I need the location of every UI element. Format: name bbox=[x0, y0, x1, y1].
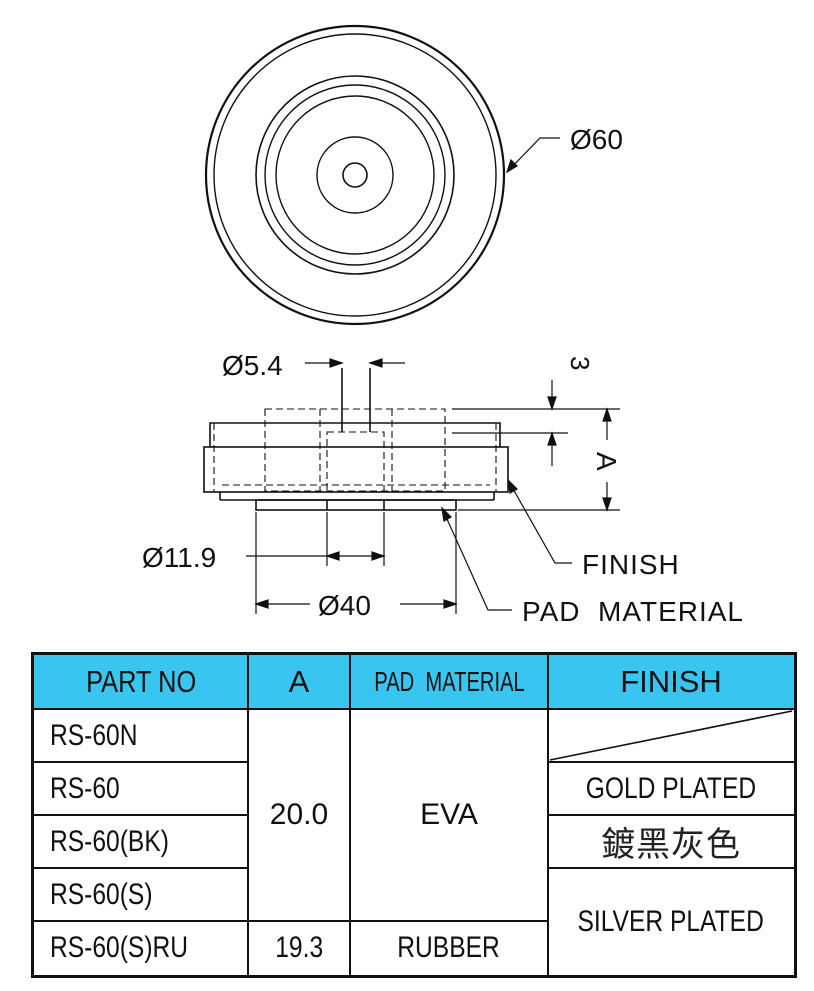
pad-outline bbox=[255, 499, 457, 511]
dia11-9-label: Ø11.9 bbox=[142, 542, 216, 573]
dia40-label: Ø40 bbox=[318, 590, 371, 621]
spec-table: PART NO A PAD MATERIAL FINISH RS-60N RS-… bbox=[31, 652, 797, 978]
dim-3-label: 3 bbox=[565, 356, 595, 370]
body-inner-circle bbox=[264, 84, 446, 266]
a-merged-cell: 20.0 bbox=[248, 709, 350, 921]
part-no-text: RS-60N bbox=[50, 718, 138, 752]
pad-cell: RUBBER bbox=[350, 921, 548, 975]
part-no-cell: RS-60(S)RU bbox=[34, 921, 248, 975]
dim-a-label: A bbox=[591, 452, 622, 471]
dia5-4-dimension bbox=[305, 358, 405, 368]
dim-a-dimension bbox=[458, 407, 620, 512]
a-value: 19.3 bbox=[275, 931, 323, 964]
pad-material-label: PAD MATERIAL bbox=[522, 596, 744, 627]
dim-3-dimension bbox=[452, 380, 620, 466]
upper-flange-outline bbox=[209, 422, 501, 447]
header-finish: FINISH bbox=[548, 655, 794, 709]
hole-circle bbox=[342, 162, 368, 188]
header-finish-text: FINISH bbox=[620, 664, 722, 699]
pad-value: RUBBER bbox=[397, 931, 501, 964]
part-no-cell: RS-60N bbox=[34, 709, 248, 762]
part-no-text: RS-60(S) bbox=[50, 877, 153, 911]
finish-label: FINISH bbox=[582, 549, 680, 580]
side-view bbox=[203, 368, 509, 511]
header-part-no: PART NO bbox=[34, 655, 248, 709]
hidden-lines bbox=[213, 408, 497, 493]
finish-leader bbox=[507, 478, 572, 564]
pad-merged-cell: EVA bbox=[350, 709, 548, 921]
a-merged-value: 20.0 bbox=[269, 798, 329, 831]
boss-circle bbox=[275, 95, 435, 255]
dia60-leader bbox=[505, 137, 560, 174]
pad-material-leader bbox=[441, 506, 512, 611]
part-no-text: RS-60(S)RU bbox=[50, 931, 189, 964]
part-no-text: RS-60 bbox=[50, 771, 120, 805]
finish-silver-cell: SILVER PLATED bbox=[548, 868, 794, 975]
hub-circle bbox=[316, 136, 394, 214]
dia60-label: Ø60 bbox=[570, 124, 623, 155]
header-a-text: A bbox=[288, 664, 310, 699]
part-no-cell: RS-60(BK) bbox=[34, 815, 248, 868]
finish-gray-cell: 鍍黑灰色 bbox=[548, 815, 794, 868]
header-pad-material: PAD MATERIAL bbox=[350, 655, 548, 709]
technical-drawing: Ø60 Ø5.4 3 bbox=[142, 24, 744, 627]
part-no-text: RS-60(BK) bbox=[50, 824, 169, 858]
outer-rim-circle bbox=[204, 24, 506, 326]
table-grid bbox=[34, 655, 794, 975]
top-view bbox=[204, 24, 506, 326]
body-circle bbox=[255, 75, 455, 275]
dia11-9-dimension bbox=[246, 512, 386, 566]
dia5-4-label: Ø5.4 bbox=[222, 350, 283, 381]
finish-silver-text: SILVER PLATED bbox=[577, 904, 765, 938]
finish-na-diagonal bbox=[549, 710, 793, 761]
finish-gold-text: GOLD PLATED bbox=[585, 771, 757, 805]
header-a: A bbox=[248, 655, 350, 709]
a-cell: 19.3 bbox=[248, 921, 350, 975]
rim-inner-circle bbox=[213, 33, 497, 317]
finish-gold-cell: GOLD PLATED bbox=[548, 762, 794, 815]
finish-gray-text: 鍍黑灰色 bbox=[601, 825, 741, 865]
part-no-cell: RS-60 bbox=[34, 762, 248, 815]
header-part-no-text: PART NO bbox=[85, 664, 197, 699]
pad-merged-value: EVA bbox=[420, 798, 478, 831]
dia40-dimension bbox=[254, 512, 458, 614]
part-no-cell: RS-60(S) bbox=[34, 868, 248, 921]
header-pad-material-text: PAD MATERIAL bbox=[373, 666, 525, 697]
